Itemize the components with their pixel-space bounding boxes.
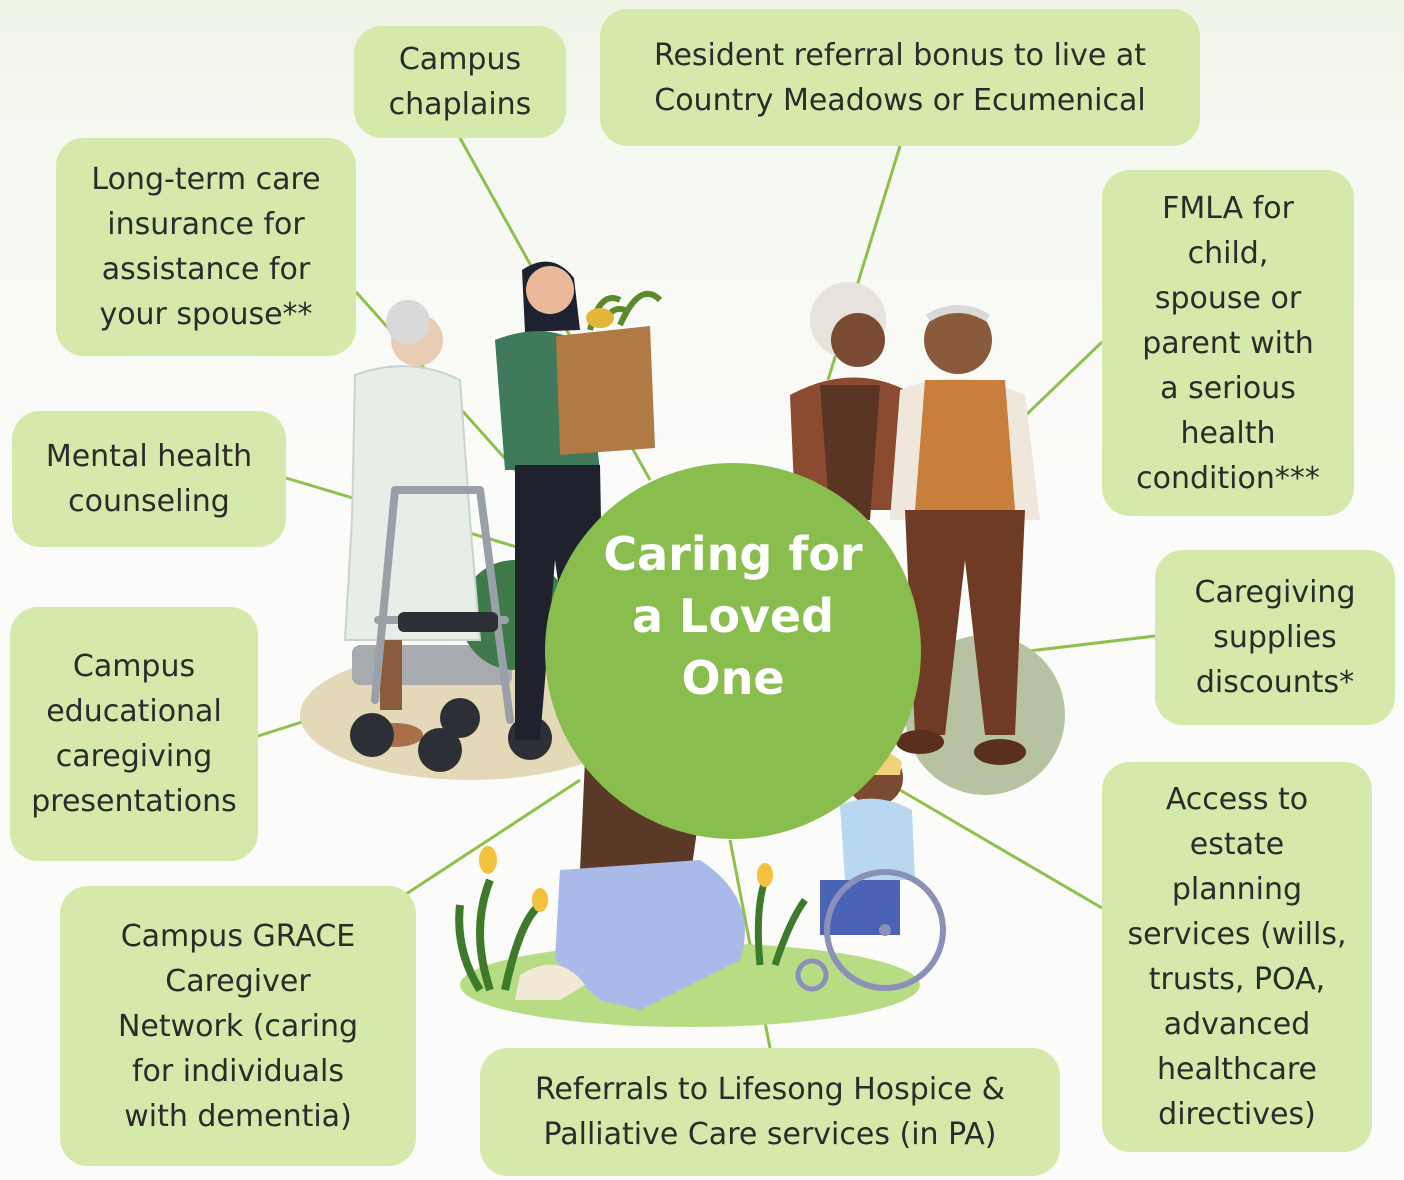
illustration: [300, 261, 1065, 1027]
benefit-label-presentations: Campus educational caregiving presentati…: [31, 649, 237, 819]
benefit-box-estate: Access to estate planning services (will…: [1102, 762, 1372, 1152]
benefit-box-supplies: Caregiving supplies discounts*: [1155, 550, 1395, 725]
benefit-label-ltc-insurance: Long-term care insurance for assistance …: [91, 162, 321, 332]
central-topic-title: Caring for a Loved One: [603, 527, 863, 705]
benefit-label-grace: Campus GRACE Caregiver Network (caring f…: [117, 918, 359, 1134]
benefit-box-fmla: FMLA for child, spouse or parent with a …: [1102, 170, 1354, 516]
benefit-box-mental-health: Mental health counseling: [12, 411, 286, 547]
connector-grace: [399, 778, 581, 900]
benefit-label-referral-bonus: Resident referral bonus to live at Count…: [653, 37, 1147, 118]
benefit-label-hospice: Referrals to Lifesong Hospice & Palliati…: [534, 1072, 1006, 1152]
benefit-label-supplies: Caregiving supplies discounts*: [1194, 575, 1356, 700]
benefit-label-mental-health: Mental health counseling: [45, 439, 253, 519]
central-topic-circle: Caring for a Loved One: [545, 463, 921, 839]
benefit-box-presentations: Campus educational caregiving presentati…: [10, 607, 258, 861]
benefit-label-fmla: FMLA for child, spouse or parent with a …: [1136, 190, 1320, 496]
benefit-label-chaplains: Campus chaplains: [388, 42, 532, 122]
woman-with-groceries: [495, 261, 663, 740]
elderly-woman-with-walker: [343, 300, 552, 772]
connector-estate: [899, 788, 1103, 910]
benefit-box-referral-bonus: Resident referral bonus to live at Count…: [600, 9, 1200, 146]
benefit-box-hospice: Referrals to Lifesong Hospice & Palliati…: [480, 1048, 1060, 1176]
benefit-box-grace: Campus GRACE Caregiver Network (caring f…: [60, 886, 416, 1166]
elderly-couple: [790, 282, 1040, 765]
benefit-box-chaplains: Campus chaplains: [354, 26, 566, 138]
plants: [455, 846, 808, 993]
benefit-box-ltc-insurance: Long-term care insurance for assistance …: [56, 138, 356, 356]
benefit-label-estate: Access to estate planning services (will…: [1127, 782, 1347, 1132]
